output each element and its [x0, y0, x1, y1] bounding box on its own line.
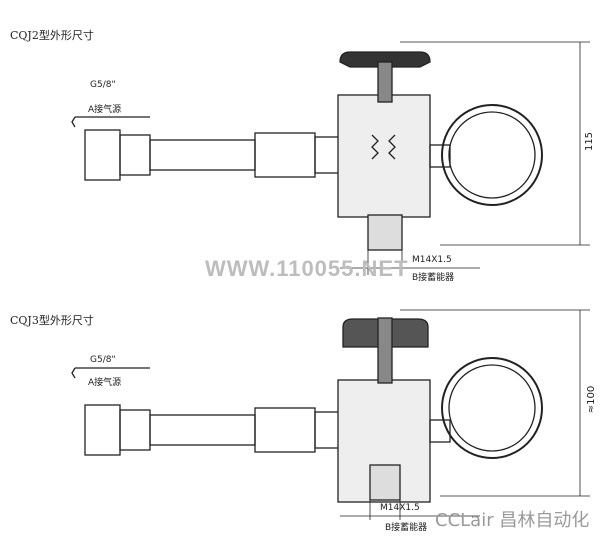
handle	[339, 51, 431, 68]
hose-fitting	[84, 129, 121, 181]
cqj2-height-dim: 115	[584, 131, 596, 152]
cqj3-label-a: A接气源	[88, 378, 122, 388]
valve-body	[337, 94, 431, 218]
cqj3-height-dim: ≈100	[586, 385, 598, 414]
cqj2-title: CQJ2型外形尺寸	[10, 29, 94, 42]
cqj3-label-b: B接蓄能器	[385, 523, 428, 533]
cqj2-assembly	[71, 41, 590, 275]
hose	[149, 139, 256, 171]
cqj3-assembly	[71, 309, 590, 520]
site-watermark: WWW.110055.NET	[205, 256, 409, 281]
cqj3-title: CQJ3型外形尺寸	[10, 314, 94, 327]
cqj3-thread-a: G5/8"	[90, 355, 116, 365]
cqj3-thread-b: M14X1.5	[380, 503, 420, 513]
cqj2-thread-a: G5/8"	[90, 80, 116, 90]
cqj2-thread-b: M14X1.5	[412, 255, 452, 265]
cqj2-label-a: A接气源	[88, 105, 122, 115]
pressure-gauge	[441, 104, 543, 206]
cqj2-label-b: B接蓄能器	[412, 273, 455, 283]
brand-watermark: CCLair 昌林自动化	[435, 510, 590, 531]
